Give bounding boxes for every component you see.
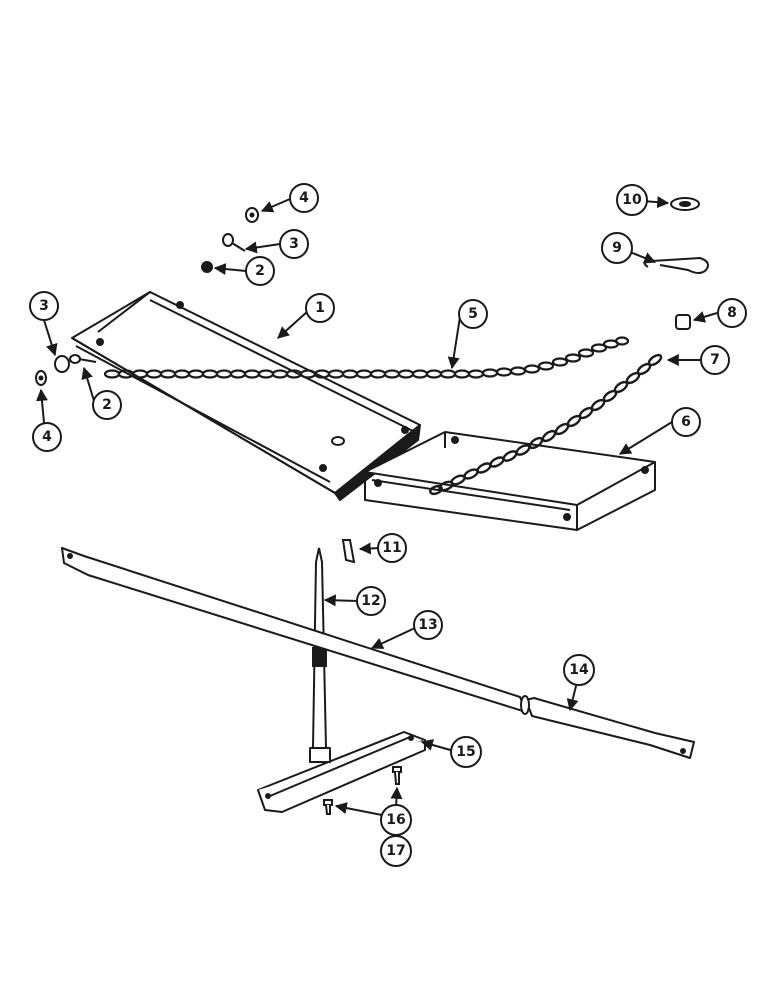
callout-15: 15 <box>456 744 475 760</box>
callout-3-left: 3 <box>39 298 49 314</box>
right-hardware <box>643 197 709 330</box>
inner-tube <box>520 695 695 759</box>
callout-4-left: 4 <box>42 429 52 445</box>
callout-10: 10 <box>622 192 642 208</box>
callout-16: 16 <box>386 812 405 828</box>
callout-labels: 4 3 2 10 9 8 1 5 7 3 2 4 6 11 12 13 14 1… <box>39 190 737 859</box>
callout-9: 9 <box>612 240 622 256</box>
tray-pan <box>364 431 656 531</box>
callout-7: 7 <box>710 352 720 368</box>
callout-5: 5 <box>468 306 478 322</box>
callout-bubbles <box>29 183 747 867</box>
callout-3-top: 3 <box>289 236 299 252</box>
clip-pin <box>341 539 356 564</box>
callout-1: 1 <box>315 300 325 316</box>
callout-2-left: 2 <box>102 397 112 413</box>
left-hardware <box>35 354 97 386</box>
callout-4-top: 4 <box>299 190 309 206</box>
callout-2-top: 2 <box>255 263 265 279</box>
callout-14: 14 <box>569 662 589 678</box>
callouts <box>36 196 718 816</box>
base-channel <box>257 731 426 813</box>
callout-17: 17 <box>386 843 405 859</box>
callout-12: 12 <box>361 593 380 609</box>
long-tube <box>61 547 527 713</box>
callout-13: 13 <box>418 617 437 633</box>
callout-6: 6 <box>681 414 691 430</box>
chain-diagonal <box>429 353 663 496</box>
screws <box>323 766 402 815</box>
callout-11: 11 <box>382 540 401 556</box>
top-hardware <box>201 207 259 273</box>
callout-8: 8 <box>727 305 737 321</box>
chain-long <box>103 336 630 379</box>
ramp-panel <box>71 291 421 501</box>
